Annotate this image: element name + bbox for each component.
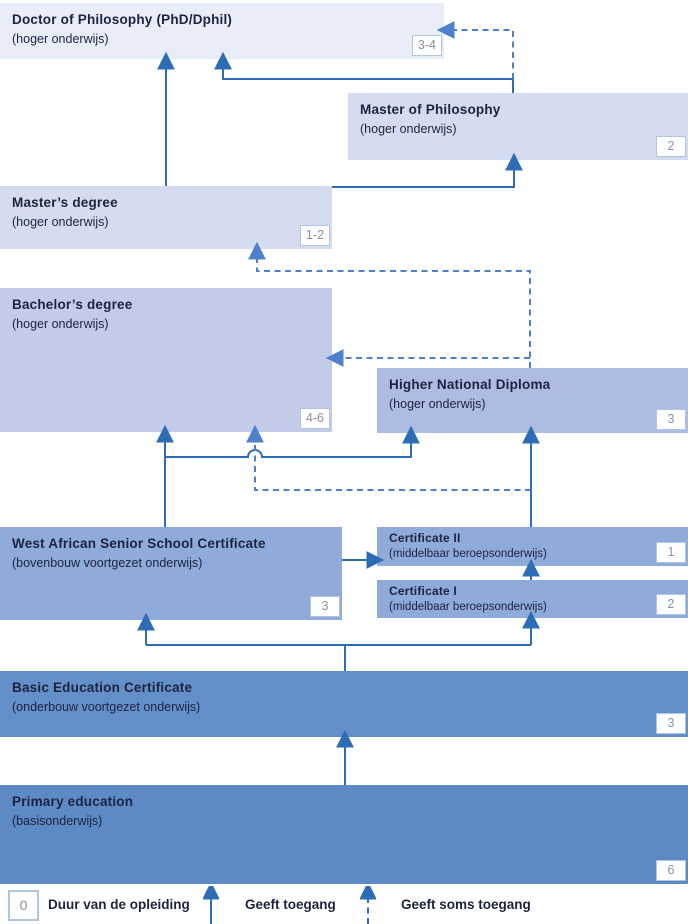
box-title: Certificate I xyxy=(389,584,457,598)
arrow-basic-trunk xyxy=(146,644,531,671)
box-higher-national-diploma: Higher National Diploma (hoger onderwijs… xyxy=(377,368,688,433)
box-doctor-of-philosophy: Doctor of Philosophy (PhD/Dphil) (hoger … xyxy=(0,3,444,59)
duration-badge: 2 xyxy=(656,136,686,157)
dashed-arrow-cert2-to-bachelors xyxy=(246,424,531,491)
duration-badge: 3 xyxy=(656,713,686,734)
box-primary-education: Primary education (basisonderwijs) 6 xyxy=(0,785,688,884)
box-subtitle: (hoger onderwijs) xyxy=(12,32,109,47)
duration-badge: 3 xyxy=(656,409,686,430)
duration-badge: 1-2 xyxy=(299,225,330,246)
box-subtitle: (hoger onderwijs) xyxy=(12,215,109,230)
box-subtitle: (hoger onderwijs) xyxy=(389,397,486,412)
box-west-african-senior-school-certificate: West African Senior School Certificate (… xyxy=(0,527,342,620)
legend-sometimes-label: Geeft soms toegang xyxy=(401,897,531,912)
box-title: Higher National Diploma xyxy=(389,377,551,392)
legend-dashed-arrow-icon xyxy=(360,886,376,924)
legend-duration-badge: 0 xyxy=(8,890,39,921)
box-title: West African Senior School Certificate xyxy=(12,536,266,551)
duration-badge: 1 xyxy=(656,542,686,563)
box-subtitle: (bovenbouw voortgezet onderwijs) xyxy=(12,556,203,571)
duration-badge: 3 xyxy=(310,596,340,617)
box-master-of-philosophy: Master of Philosophy (hoger onderwijs) 2 xyxy=(348,93,688,160)
box-subtitle: (onderbouw voortgezet onderwijs) xyxy=(12,700,201,715)
box-subtitle: (middelbaar beroepsonderwijs) xyxy=(389,601,547,614)
box-title: Basic Education Certificate xyxy=(12,680,193,695)
box-certificate-2: Certificate II (middelbaar beroepsonderw… xyxy=(377,527,688,566)
arrow-wassc-to-hnd xyxy=(165,425,420,458)
dashed-arrow-masters-to-phd xyxy=(436,21,514,79)
legend-solid-arrow-icon xyxy=(203,886,219,924)
box-subtitle: (hoger onderwijs) xyxy=(360,122,457,137)
box-subtitle: (basisonderwijs) xyxy=(12,814,103,829)
box-title: Bachelor’s degree xyxy=(12,297,133,312)
duration-badge: 6 xyxy=(656,860,686,881)
duration-badge: 4-6 xyxy=(299,408,330,429)
legend-duration-label: Duur van de opleiding xyxy=(48,897,190,912)
duration-badge: 2 xyxy=(656,594,686,615)
arrow-mphil-to-phd xyxy=(214,51,514,93)
arrow-masters-to-mphil xyxy=(332,152,523,188)
box-title: Master’s degree xyxy=(12,195,118,210)
box-title: Doctor of Philosophy (PhD/Dphil) xyxy=(12,12,233,27)
box-title: Certificate II xyxy=(389,531,461,545)
box-bachelors-degree: Bachelor’s degree (hoger onderwijs) 4-6 xyxy=(0,288,332,432)
duration-badge: 3-4 xyxy=(411,35,442,56)
box-certificate-1: Certificate I (middelbaar beroepsonderwi… xyxy=(377,580,688,618)
box-title: Primary education xyxy=(12,794,134,809)
box-title: Master of Philosophy xyxy=(360,102,501,117)
box-subtitle: (hoger onderwijs) xyxy=(12,317,109,332)
box-masters-degree: Master’s degree (hoger onderwijs) 1-2 xyxy=(0,186,332,249)
box-basic-education-certificate: Basic Education Certificate (onderbouw v… xyxy=(0,671,688,737)
box-subtitle: (middelbaar beroepsonderwijs) xyxy=(389,548,547,561)
legend-access-label: Geeft toegang xyxy=(245,897,336,912)
